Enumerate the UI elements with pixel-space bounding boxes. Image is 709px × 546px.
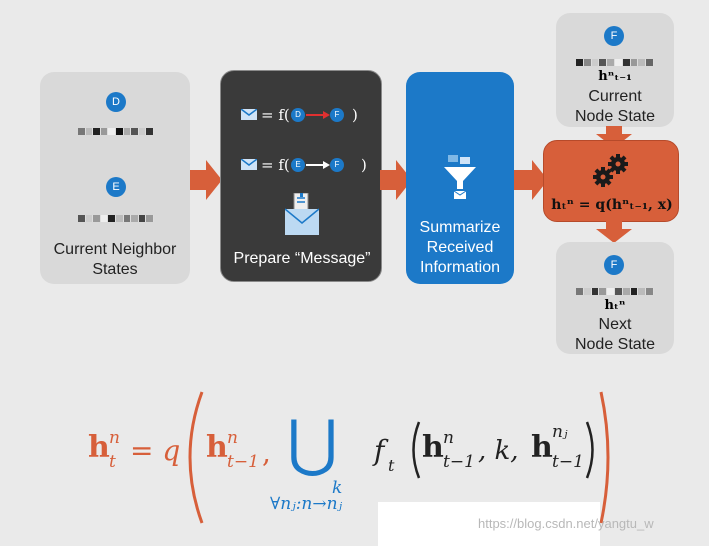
gears-icon	[593, 154, 628, 187]
formula-ft-sub: t	[388, 456, 395, 475]
union-k: k	[332, 478, 343, 498]
update-formula: h n t = q h n t−1 , ⋃ k ∀nⱼ:n→nⱼ f t h n…	[0, 380, 709, 530]
formula-ft: f	[374, 434, 385, 467]
node-e: E	[106, 177, 126, 197]
formula-arg1-sup: n	[227, 428, 238, 448]
formula-eq: = q	[130, 434, 181, 467]
node-f: F	[604, 26, 624, 46]
inner-h2-sup: nⱼ	[552, 422, 568, 442]
prepare-message-panel: = f( D F ) = f( E F ) Prepare “Message”	[220, 70, 382, 282]
message-close-1: )	[352, 106, 358, 124]
current-state-vector	[576, 59, 654, 66]
red-arrow-icon	[306, 111, 330, 119]
next-state-vector	[576, 288, 654, 295]
neighbor-e-state-vector	[78, 215, 154, 222]
node-d-small: D	[291, 108, 305, 122]
formula-lhs-sup: n	[109, 428, 120, 448]
node-f: F	[604, 255, 624, 275]
formula-arg1: h	[206, 430, 228, 465]
envelope-icon	[241, 159, 257, 170]
formula-lhs-sub: t	[109, 452, 116, 472]
message-eq-2: = f(	[261, 156, 290, 174]
formula-lhs: h	[88, 430, 110, 465]
node-f-small: F	[330, 108, 344, 122]
inner-h2: h	[531, 430, 553, 465]
prepare-message-label: Prepare “Message”	[233, 250, 371, 267]
watermark: https://blog.csdn.net/yangtu_w	[478, 516, 654, 531]
formula-comma: ,	[262, 436, 271, 469]
inner-h1-sup: n	[443, 428, 454, 448]
inner-right-paren	[585, 421, 594, 479]
open-envelope-icon	[285, 193, 319, 235]
inner-left-paren	[412, 421, 421, 479]
node-f-small: F	[330, 158, 344, 172]
inner-k: , k,	[478, 436, 527, 466]
next-h-label: hₜⁿ	[604, 298, 626, 313]
right-paren	[599, 391, 610, 524]
arrow-right-icon	[380, 160, 412, 200]
white-arrow-icon	[306, 161, 330, 169]
union-under: ∀nⱼ:n→nⱼ	[270, 494, 343, 514]
node-e-small: E	[291, 158, 305, 172]
arrow-down-icon	[596, 126, 632, 148]
message-eq-1: = f(	[261, 106, 290, 124]
arrow-right-icon	[190, 160, 222, 200]
arrow-down-icon	[596, 221, 632, 243]
inner-h1-sub: t−1	[443, 452, 475, 472]
node-d: D	[106, 92, 126, 112]
formula-arg1-sub: t−1	[227, 452, 259, 472]
update-equation: hₜⁿ = q(hⁿₜ₋₁, x)	[551, 197, 673, 213]
inner-h1: h	[422, 430, 444, 465]
update-panel: hₜⁿ = q(hⁿₜ₋₁, x)	[543, 140, 679, 222]
arrow-right-icon	[514, 160, 548, 200]
funnel-icon	[444, 155, 476, 199]
neighbor-d-state-vector	[78, 128, 154, 135]
left-paren	[188, 391, 204, 524]
message-close-2: )	[361, 156, 367, 174]
blank-overlay	[378, 502, 600, 546]
current-h-label: hⁿₜ₋₁	[598, 69, 632, 84]
union-symbol: ⋃	[287, 406, 338, 479]
inner-h2-sub: t−1	[552, 452, 584, 472]
envelope-icon	[241, 109, 257, 120]
